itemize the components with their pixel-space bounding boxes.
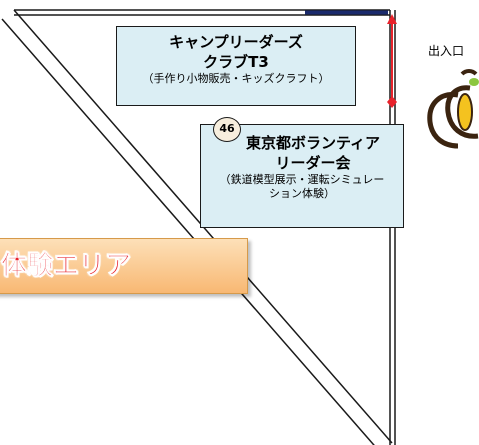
- entrance-label: 出入口: [428, 44, 465, 58]
- zone-label: 体験エリア: [0, 238, 248, 294]
- booth-name-line1: キャンプリーダーズ: [169, 33, 303, 51]
- booth-description-line2: ション体験）: [269, 187, 335, 200]
- entrance-diamond-icon: [387, 96, 397, 108]
- booth-name-line2: クラブT3: [203, 53, 269, 71]
- booth-description-line1: （鉄道模型展示・運転シミュレー: [219, 173, 385, 186]
- booth-name-line1: 東京都ボランティア: [245, 134, 381, 152]
- booth-name-line2: リーダー会: [275, 154, 351, 172]
- entrance-arrow-icon: [387, 14, 397, 24]
- booth-description: （手作り小物販売・キッズクラフト）: [142, 72, 330, 85]
- wall-diagonal-inner: [1, 18, 375, 445]
- booth-number-badge: 46: [213, 117, 241, 142]
- decoration-icon: [427, 69, 479, 149]
- booth-camp-leaders-club: キャンプリーダーズ クラブT3 （手作り小物販売・キッズクラフト）: [116, 26, 356, 106]
- booth-tokyo-volunteer-leaders: 東京都ボランティア リーダー会 （鉄道模型展示・運転シミュレー ション体験）: [200, 124, 404, 228]
